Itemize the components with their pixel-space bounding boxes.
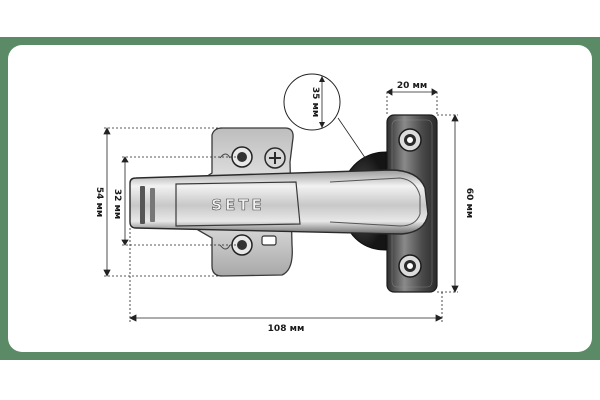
- hinge-arm: SETE: [129, 169, 429, 235]
- dim-arm-height: 54 мм: [94, 187, 104, 217]
- plate-screw-hole-bottom: [398, 254, 422, 278]
- brand-mark: SETE: [211, 196, 265, 214]
- dim-width-total: 108 мм: [268, 324, 305, 334]
- adjustment-screw-icon: [264, 147, 286, 169]
- hinge-diagram: SETE: [94, 73, 474, 334]
- base-slot: [261, 235, 277, 246]
- dim-cup-diameter: 35 мм: [310, 87, 320, 117]
- dim-cup-offset: 20 мм: [397, 81, 427, 91]
- cup-diameter-callout: [283, 73, 341, 131]
- plate-screw-hole-top: [398, 128, 422, 152]
- green-frame: SETE: [0, 37, 600, 360]
- dim-plate-height: 60 мм: [464, 188, 474, 218]
- base-hole-top: [231, 146, 253, 168]
- product-card: SETE: [8, 45, 592, 352]
- dimension-lines: [103, 88, 459, 322]
- dim-hole-spacing: 32 мм: [112, 189, 122, 219]
